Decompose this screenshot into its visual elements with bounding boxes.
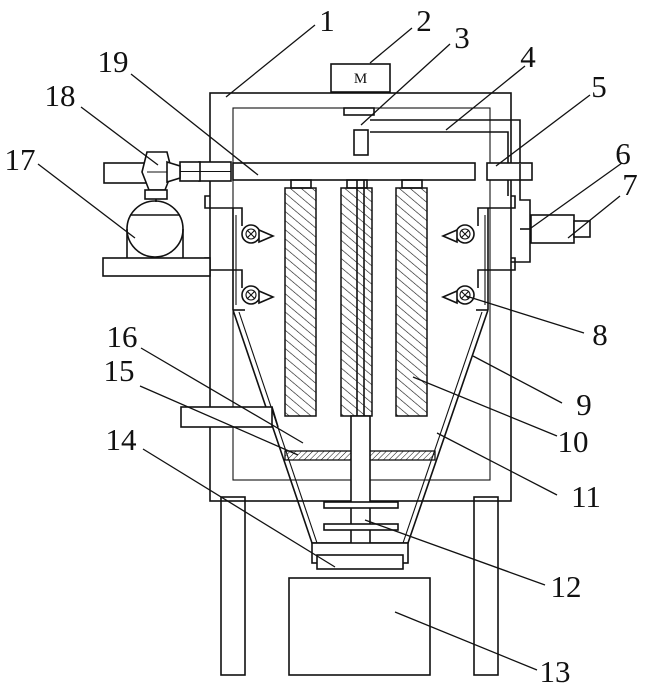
callout-2: 2 — [416, 3, 432, 38]
callout-14: 14 — [106, 422, 138, 457]
callout-18: 18 — [45, 78, 76, 113]
right-outlet-valve — [508, 164, 590, 262]
callout-5: 5 — [591, 69, 607, 104]
callout-10: 10 — [558, 424, 589, 459]
callout-6: 6 — [615, 136, 631, 171]
callout-4: 4 — [520, 39, 536, 74]
callout-19: 19 — [98, 44, 129, 79]
outlet-and-collector — [289, 543, 430, 675]
callout-9: 9 — [576, 387, 592, 422]
left-nozzle-upper — [242, 225, 273, 243]
callout-11: 11 — [571, 479, 601, 514]
left-nozzles — [205, 196, 273, 310]
callout-7: 7 — [622, 167, 638, 202]
right-nozzle-lower — [443, 286, 474, 304]
callout-13: 13 — [540, 654, 571, 689]
callout-3: 3 — [454, 20, 470, 55]
callout-17: 17 — [5, 142, 36, 177]
filter-cartridges — [285, 180, 427, 416]
right-nozzle-upper — [443, 225, 474, 243]
left-nozzle-lower — [242, 286, 273, 304]
motor-label: M — [354, 71, 367, 87]
callout-16: 16 — [107, 319, 138, 354]
callout-12: 12 — [551, 569, 582, 604]
spray-tube — [180, 162, 532, 181]
callout-8: 8 — [592, 317, 608, 352]
callout-1: 1 — [319, 3, 335, 38]
transmission-rail — [354, 120, 520, 164]
right-nozzles — [443, 196, 515, 310]
callout-15: 15 — [104, 353, 135, 388]
pump — [127, 201, 183, 258]
pump-valve — [142, 152, 180, 202]
